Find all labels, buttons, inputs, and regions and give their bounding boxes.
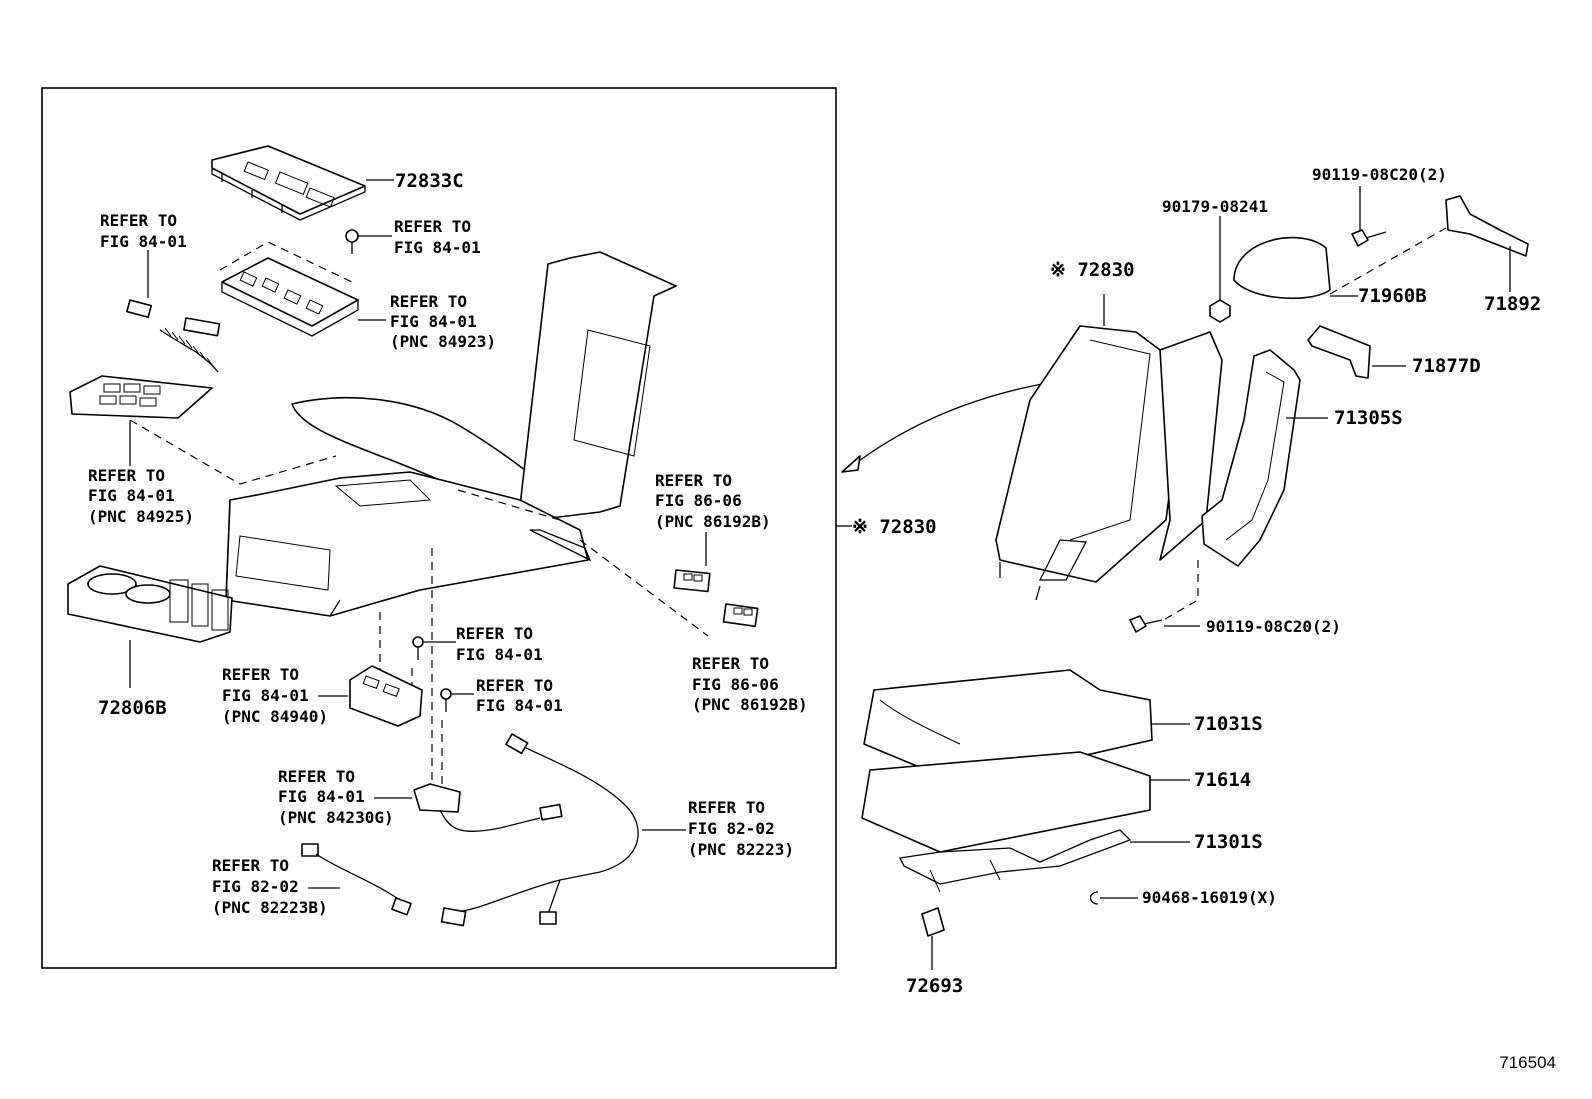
refer-callout: REFER TO FIG 84-01 (PNC 84940)	[222, 665, 328, 726]
svg-text:REFER TO: REFER TO	[88, 466, 165, 485]
seatback-72830	[995, 325, 1223, 601]
coiled-cord	[159, 329, 219, 373]
subassembly-label-72830: ※ 72830	[852, 516, 937, 538]
frame-71305S	[1201, 349, 1301, 567]
part-number-90119-bottom: 90119-08C20(2)	[1206, 617, 1341, 636]
trim-71877D	[1307, 325, 1371, 379]
svg-text:REFER TO: REFER TO	[456, 624, 533, 643]
cap-72693	[921, 907, 945, 937]
svg-text:FIG 82-02: FIG 82-02	[212, 877, 299, 896]
refer-callout: REFER TO FIG 86-06 (PNC 86192B)	[655, 471, 771, 531]
refer-callout: REFER TO FIG 84-01	[456, 624, 543, 664]
switch-panel-84923	[221, 257, 359, 337]
figure-id: 716504	[1499, 1053, 1556, 1072]
svg-text:FIG 84-01: FIG 84-01	[88, 486, 175, 505]
refer-callout: REFER TO FIG 84-01	[476, 676, 563, 715]
svg-text:FIG 84-01: FIG 84-01	[278, 787, 365, 806]
svg-text:REFER TO: REFER TO	[278, 767, 355, 786]
svg-text:(PNC 84923): (PNC 84923)	[390, 332, 496, 351]
svg-text:REFER TO: REFER TO	[692, 654, 769, 673]
svg-text:(PNC 86192B): (PNC 86192B)	[655, 512, 771, 531]
svg-text:(PNC 82223B): (PNC 82223B)	[212, 898, 328, 917]
svg-text:FIG 84-01: FIG 84-01	[456, 645, 543, 664]
refer-callout: REFER TO FIG 86-06 (PNC 86192B)	[692, 654, 808, 714]
nut-90179	[1209, 299, 1231, 323]
part-number-71031S: 71031S	[1194, 713, 1263, 735]
refer-callout: REFER TO FIG 82-02 (PNC 82223)	[688, 798, 794, 859]
screw-icon	[412, 636, 424, 660]
part-number-90179: 90179-08241	[1162, 197, 1268, 216]
svg-text:FIG 86-06: FIG 86-06	[692, 675, 779, 694]
part-number-72830: ※ 72830	[1050, 259, 1135, 281]
screw-icon	[440, 688, 452, 712]
frame-71301S	[899, 829, 1132, 893]
part-number-72833C: 72833C	[395, 170, 464, 192]
clip-90468	[1089, 891, 1099, 905]
part-number-71614: 71614	[1194, 769, 1251, 791]
svg-text:FIG 84-01: FIG 84-01	[476, 696, 563, 715]
part-72833C-bezel	[211, 145, 366, 221]
switch-84940	[349, 665, 423, 727]
bracket-71892	[1445, 195, 1529, 292]
svg-text:FIG 84-01: FIG 84-01	[222, 686, 309, 705]
screw-icon	[345, 229, 359, 254]
part-number-71877D: 71877D	[1412, 355, 1481, 377]
svg-text:REFER TO: REFER TO	[394, 217, 471, 236]
part-number-71305S: 71305S	[1334, 407, 1403, 429]
remote-84925	[69, 375, 213, 419]
headrest-71960B	[1233, 236, 1331, 300]
connector-86192B-top	[673, 569, 711, 593]
svg-text:REFER TO: REFER TO	[390, 292, 467, 311]
center-console-72830	[225, 251, 677, 617]
refer-callout: REFER TO FIG 84-01	[100, 211, 187, 251]
part-number-72693: 72693	[906, 975, 963, 997]
svg-text:REFER TO: REFER TO	[100, 211, 177, 230]
cup-holder-72806B	[67, 565, 233, 643]
refer-callout: REFER TO FIG 84-01 (PNC 84923)	[390, 292, 496, 351]
bolt-icon	[1129, 615, 1163, 633]
refer-callout: REFER TO FIG 84-01	[394, 217, 481, 257]
part-number-90468: 90468-16019(X)	[1142, 888, 1277, 907]
svg-text:FIG 86-06: FIG 86-06	[655, 491, 742, 510]
svg-text:FIG 84-01: FIG 84-01	[394, 238, 481, 257]
svg-text:(PNC 84230G): (PNC 84230G)	[278, 808, 394, 827]
svg-text:(PNC 82223): (PNC 82223)	[688, 840, 794, 859]
refer-callout: REFER TO FIG 82-02 (PNC 82223B)	[212, 856, 328, 917]
wire-harness-82223B	[301, 843, 412, 916]
part-number-90119-top: 90119-08C20(2)	[1312, 165, 1447, 184]
part-number-71301S: 71301S	[1194, 831, 1263, 853]
refer-callout: REFER TO FIG 84-01 (PNC 84925)	[88, 466, 194, 526]
svg-text:REFER TO: REFER TO	[688, 798, 765, 817]
refer-callout: REFER TO FIG 84-01 (PNC 84230G)	[278, 767, 394, 827]
svg-text:FIG 84-01: FIG 84-01	[100, 232, 187, 251]
wire-harness-82223	[440, 733, 639, 927]
connector-86192B-bottom	[722, 603, 759, 628]
svg-text:REFER TO: REFER TO	[476, 676, 553, 695]
part-number-71892: 71892	[1484, 293, 1541, 315]
connector-84-01	[126, 299, 153, 319]
part-number-71960B: 71960B	[1358, 285, 1427, 307]
svg-text:FIG 84-01: FIG 84-01	[390, 312, 477, 331]
subassembly-frame	[41, 87, 837, 969]
svg-text:(PNC 84925): (PNC 84925)	[88, 507, 194, 526]
svg-text:(PNC 86192B): (PNC 86192B)	[692, 695, 808, 714]
svg-text:FIG 82-02: FIG 82-02	[688, 819, 775, 838]
svg-text:REFER TO: REFER TO	[222, 665, 299, 684]
assembly-arrow	[851, 383, 1043, 467]
svg-text:(PNC 84940): (PNC 84940)	[222, 707, 328, 726]
bolt-icon	[1351, 229, 1387, 247]
svg-text:REFER TO: REFER TO	[212, 856, 289, 875]
part-number-72806B: 72806B	[98, 697, 167, 719]
cushion-cover-71614	[861, 751, 1151, 853]
svg-text:REFER TO: REFER TO	[655, 471, 732, 490]
sensor-84230G	[413, 783, 563, 832]
